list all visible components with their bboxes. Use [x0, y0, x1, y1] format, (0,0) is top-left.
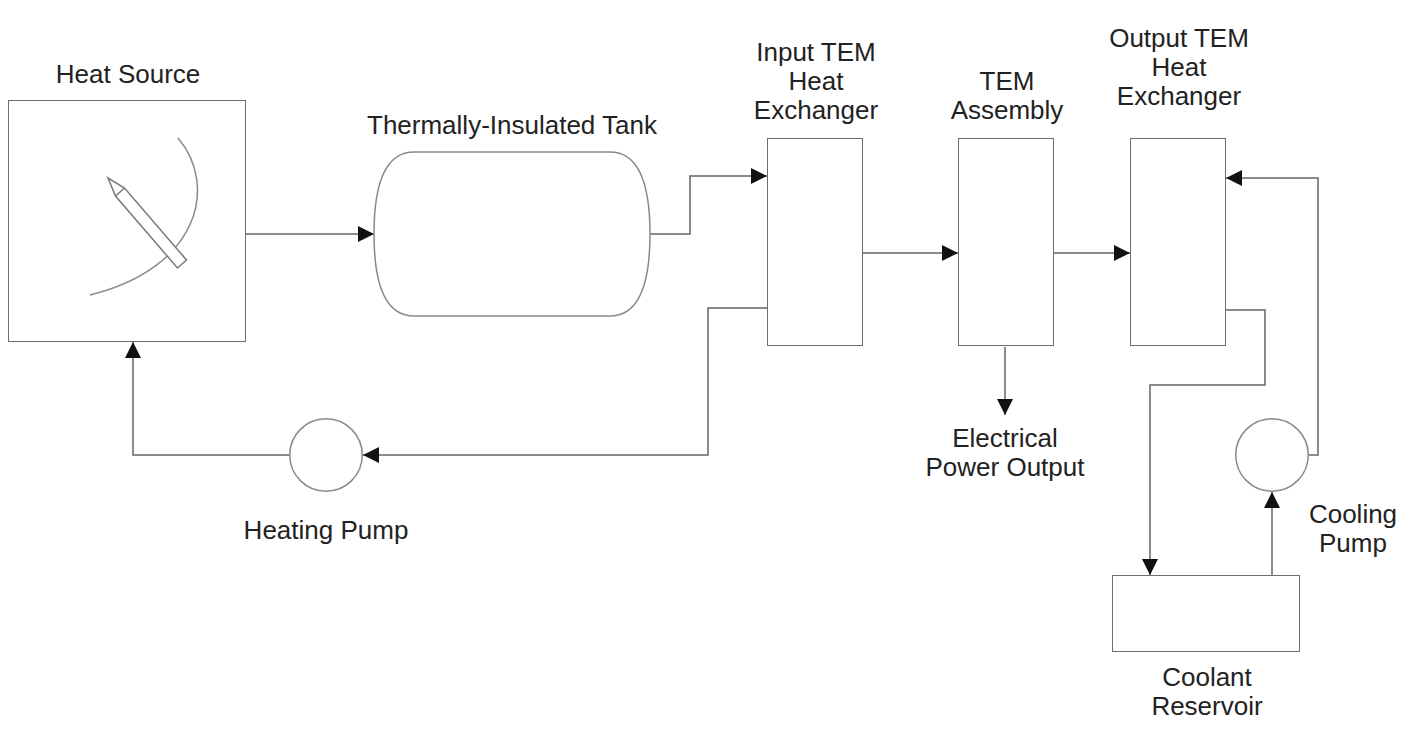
tem-assembly-box: TEM Assembly	[958, 138, 1054, 346]
reservoir-box: Coolant Reservoir	[1112, 575, 1300, 652]
flow-arrow	[133, 342, 289, 455]
node-label: Coolant Reservoir	[1107, 663, 1307, 721]
flow-arrow	[863, 252, 958, 254]
node-label: TEM Assembly	[932, 67, 1082, 125]
node-label: Heat Source	[8, 60, 248, 89]
node-label: Heating Pump	[206, 516, 446, 545]
flow-arrow	[363, 308, 767, 455]
circle-outline	[289, 418, 363, 492]
flow-arrow	[1054, 252, 1130, 254]
tank-shape: Thermally-Insulated Tank	[374, 152, 650, 316]
probe-symbol	[108, 178, 187, 268]
exchanger-box: Output TEM Heat Exchanger	[1130, 138, 1226, 346]
pump-circle: Cooling Pump	[1235, 418, 1309, 492]
flow-arrow	[650, 176, 767, 234]
probe-tip-line	[116, 188, 125, 196]
pump-circle: Heating Pump	[289, 418, 363, 492]
flow-arrow	[246, 233, 374, 235]
heat-source-box: Heat Source	[8, 100, 246, 342]
capsule-outline	[374, 152, 650, 316]
tank-outline	[374, 152, 650, 316]
output-label: Electrical Power Output	[925, 424, 1085, 482]
flow-arrow	[1271, 492, 1273, 575]
exchanger-box: Input TEM Heat Exchanger	[767, 138, 863, 346]
node-label: Thermally-Insulated Tank	[367, 111, 657, 140]
power-output-arrow	[1004, 347, 1006, 415]
pump-outline	[290, 419, 363, 492]
flow-arrow	[1226, 178, 1318, 455]
node-label: Output TEM Heat Exchanger	[1094, 24, 1264, 111]
flow-arrow	[1150, 310, 1265, 575]
dish-arc	[90, 138, 197, 295]
circle-outline	[1235, 418, 1309, 492]
pump-outline	[1236, 419, 1309, 492]
node-label: Input TEM Heat Exchanger	[731, 38, 901, 125]
node-label: Cooling Pump	[1293, 500, 1413, 558]
